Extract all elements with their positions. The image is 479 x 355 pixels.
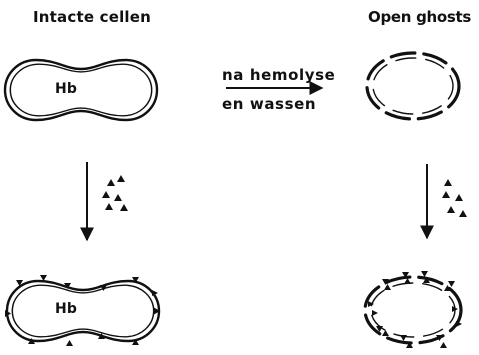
intact-cell-top bbox=[5, 60, 157, 120]
bound-ligands-both-sides bbox=[368, 271, 462, 348]
process-label-line2: en wassen bbox=[222, 95, 316, 113]
ligand-triangles-left bbox=[102, 175, 128, 211]
open-ghost-top bbox=[367, 53, 459, 119]
hemoglobin-label-top: Hb bbox=[55, 81, 77, 97]
title-intact-cells: Intacte cellen bbox=[33, 8, 151, 26]
title-open-ghosts: Open ghosts bbox=[368, 8, 471, 26]
process-label-line1: na hemolyse bbox=[222, 66, 335, 84]
intact-cell-bottom bbox=[7, 281, 159, 341]
ligand-triangles-right bbox=[442, 179, 467, 217]
hemoglobin-label-bottom: Hb bbox=[55, 301, 77, 317]
